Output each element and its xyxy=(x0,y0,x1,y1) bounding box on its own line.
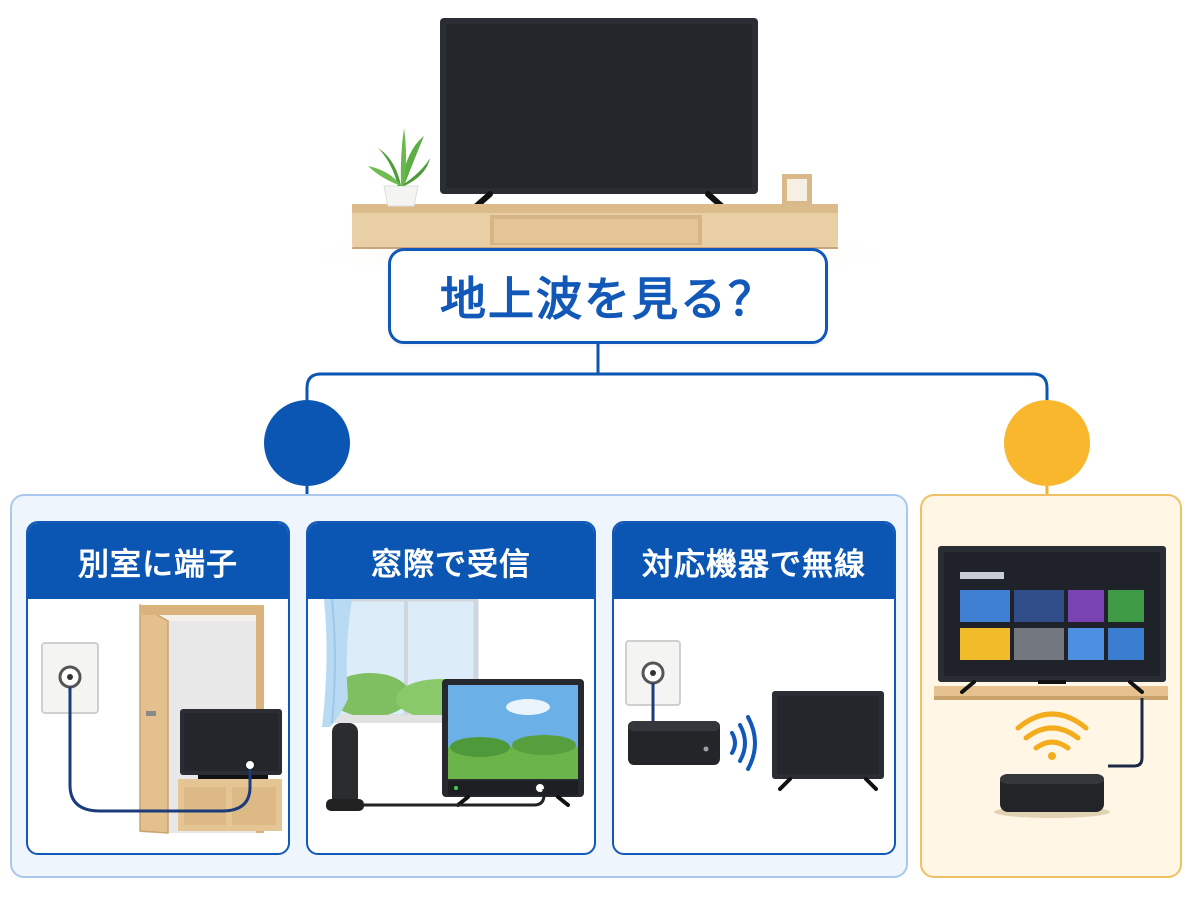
indoor-antenna-icon xyxy=(326,723,364,811)
antenna-wall-outlet-icon xyxy=(625,640,681,706)
option-card-window: 窓際で受信 xyxy=(306,521,596,855)
option-card-wireless: 対応機器で無線 xyxy=(612,521,896,855)
yes-branch-circle xyxy=(264,400,350,486)
option-card-header: 窓際で受信 xyxy=(308,523,594,599)
streaming-option-group xyxy=(920,494,1182,878)
curtain-icon xyxy=(322,599,352,727)
wifi-signal-icon xyxy=(1015,711,1089,760)
wireless-tuner-icon xyxy=(628,721,720,765)
tv-icon xyxy=(772,691,884,791)
separate-room-illustration xyxy=(41,603,282,834)
option-card-header: 別室に端子 xyxy=(28,523,288,599)
option-card-header: 対応機器で無線 xyxy=(614,523,894,599)
tv-icon xyxy=(180,709,282,779)
wireless-tuner-illustration xyxy=(625,640,884,791)
option-label: 対応機器で無線 xyxy=(642,546,866,583)
branch-connectors xyxy=(264,344,1090,496)
option-label: 窓際で受信 xyxy=(371,546,531,583)
option-label: 別室に端子 xyxy=(78,546,238,583)
question-box: 地上波を見る？ xyxy=(388,248,828,344)
smart-tv-icon xyxy=(938,546,1166,694)
plant-icon xyxy=(368,128,430,207)
photo-frame-icon xyxy=(782,174,812,206)
wireless-signal-icon xyxy=(730,715,757,771)
tv-cabinet-icon xyxy=(352,204,838,249)
no-branch-circle xyxy=(1004,400,1090,486)
streaming-illustration xyxy=(934,546,1168,818)
tv-stand-illustration xyxy=(280,18,920,280)
window-reception-illustration xyxy=(322,599,584,811)
main-tv-icon xyxy=(440,18,758,213)
question-text: 地上波を見る？ xyxy=(440,272,776,326)
option-card-separate-room: 別室に端子 xyxy=(26,521,290,855)
tv-cabinet-icon xyxy=(178,779,282,831)
tv-icon xyxy=(442,679,584,807)
streaming-box-icon xyxy=(994,774,1110,818)
